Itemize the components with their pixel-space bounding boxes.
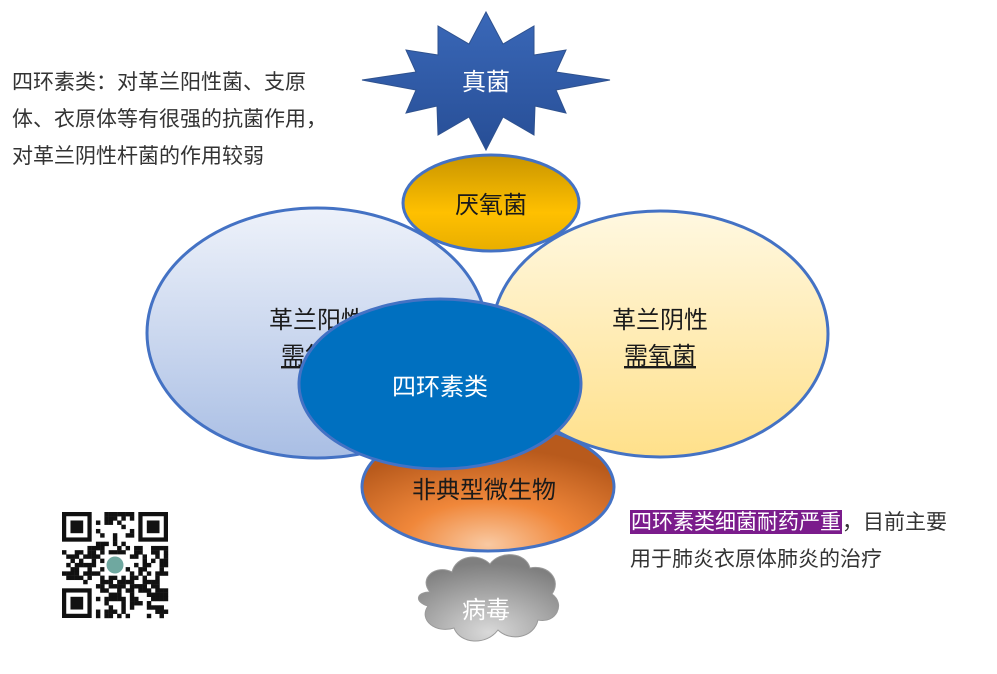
note-bottom-rest: ，目前主要 [842,510,947,534]
anaerobe-label: 厌氧菌 [455,191,527,219]
gram-negative-label-line1: 革兰阴性 [612,306,708,334]
note-top-line3: 对革兰阴性杆菌的作用较弱 [12,144,264,168]
virus-cloud-shape [418,554,559,642]
resistance-highlight: 四环素类细菌耐药严重 [630,510,842,534]
qr-code-icon [60,510,170,620]
note-top-line2: 体、衣原体等有很强的抗菌作用， [12,107,327,131]
note-top-line1: 四环素类：对革兰阳性菌、支原 [12,70,306,94]
note-bottom: 四环素类细菌耐药严重，目前主要 用于肺炎衣原体肺炎的治疗 [630,504,990,578]
atypical-label: 非典型微生物 [412,476,556,504]
anaerobe-ellipse: 厌氧菌 [401,153,581,253]
gram-negative-label-line2: 需氧菌 [624,342,696,370]
note-top: 四环素类：对革兰阳性菌、支原 体、衣原体等有很强的抗菌作用， 对革兰阴性杆菌的作… [12,64,357,175]
tetracycline-shape [297,297,583,471]
virus-cloud: 病毒 [418,554,559,642]
fungi-label: 真菌 [462,68,510,96]
note-bottom-line2: 用于肺炎衣原体肺炎的治疗 [630,547,882,571]
fungi-star-shape [361,10,611,152]
tetracycline-label: 四环素类 [392,373,488,401]
fungi-star: 真菌 [361,10,611,152]
tetracycline-ellipse: 四环素类 [297,297,583,471]
virus-label: 病毒 [462,596,510,624]
anaerobe-shape [401,153,581,253]
